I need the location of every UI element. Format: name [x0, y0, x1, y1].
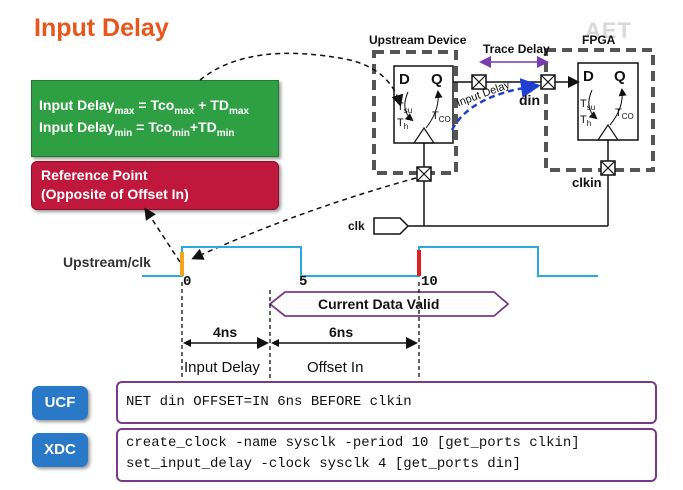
formula-to-ff-arrow — [199, 52, 404, 107]
upstream-th: Th — [397, 117, 409, 132]
upstream-ff-d: D — [399, 71, 410, 88]
ucf-code-box: NET din OFFSET=IN 6ns BEFORE clkin — [116, 381, 657, 424]
ucf-line: NET din OFFSET=IN 6ns BEFORE clkin — [126, 394, 412, 410]
fpga-tsu: Tsu — [580, 98, 596, 113]
upstream-device-label: Upstream Device — [369, 33, 467, 47]
clkin-label: clkin — [572, 175, 602, 190]
xdc-line-2: set_input_delay -clock sysclk 4 [get_por… — [126, 456, 521, 472]
data-valid-label: Current Data Valid — [318, 296, 440, 312]
ucf-tag: UCF — [32, 386, 88, 420]
upstream-ff-q: Q — [431, 71, 443, 88]
clk-port — [373, 217, 410, 235]
upstream-tsu: Tsu — [397, 101, 413, 116]
offset-in-label: Offset In — [307, 359, 364, 376]
fpga-box — [544, 48, 655, 172]
xdc-code-box: create_clock -name sysclk -period 10 [ge… — [116, 428, 657, 482]
clk-label: clk — [348, 219, 365, 233]
tick-5: 5 — [299, 274, 308, 290]
trace-buffer-upstream — [471, 74, 487, 90]
upstream-tco: TCO — [432, 110, 451, 125]
xdc-tag: XDC — [32, 433, 88, 467]
fpga-ff-d: D — [583, 68, 594, 85]
clock-buffer-fpga — [600, 160, 616, 176]
fpga-label: FPGA — [582, 33, 616, 47]
page-title: Input Delay — [34, 14, 169, 42]
formula-box: Input Delaymax = Tcomax + TDmax Input De… — [31, 80, 279, 157]
fpga-flip-flop — [577, 62, 639, 141]
dim-6ns-label: 6ns — [329, 324, 354, 340]
waveform-signal-label: Upstream/clk — [63, 254, 151, 270]
tick-10: 10 — [421, 274, 438, 290]
fpga-ff-q: Q — [614, 68, 626, 85]
fpga-tco: TCO — [615, 107, 634, 122]
fpga-th: Th — [580, 114, 592, 129]
din-label: din — [519, 92, 540, 108]
waveform-to-reference-arrow — [144, 207, 181, 263]
input-delay-curve — [450, 78, 541, 131]
upstream-device-box — [372, 50, 458, 175]
trace-delay-label: Trace Delay — [483, 42, 550, 56]
reference-point-title: Reference Point — [41, 167, 148, 183]
logo-watermark: AET — [585, 18, 632, 43]
trace-buffer-fpga — [540, 74, 556, 90]
tick-0: 0 — [183, 274, 192, 290]
data-valid-window — [268, 291, 510, 317]
reference-point-subtitle: (Opposite of Offset In) — [41, 186, 189, 202]
clock-buffer-upstream — [416, 166, 432, 182]
formula-max: Input Delaymax = Tcomax + TDmax — [39, 97, 249, 117]
input-delay-label: Input Delay — [184, 359, 260, 376]
dim-4ns-label: 4ns — [213, 324, 238, 340]
xdc-line-1: create_clock -name sysclk -period 10 [ge… — [126, 435, 580, 451]
formula-min: Input Delaymin = Tcomin+TDmin — [39, 119, 235, 139]
